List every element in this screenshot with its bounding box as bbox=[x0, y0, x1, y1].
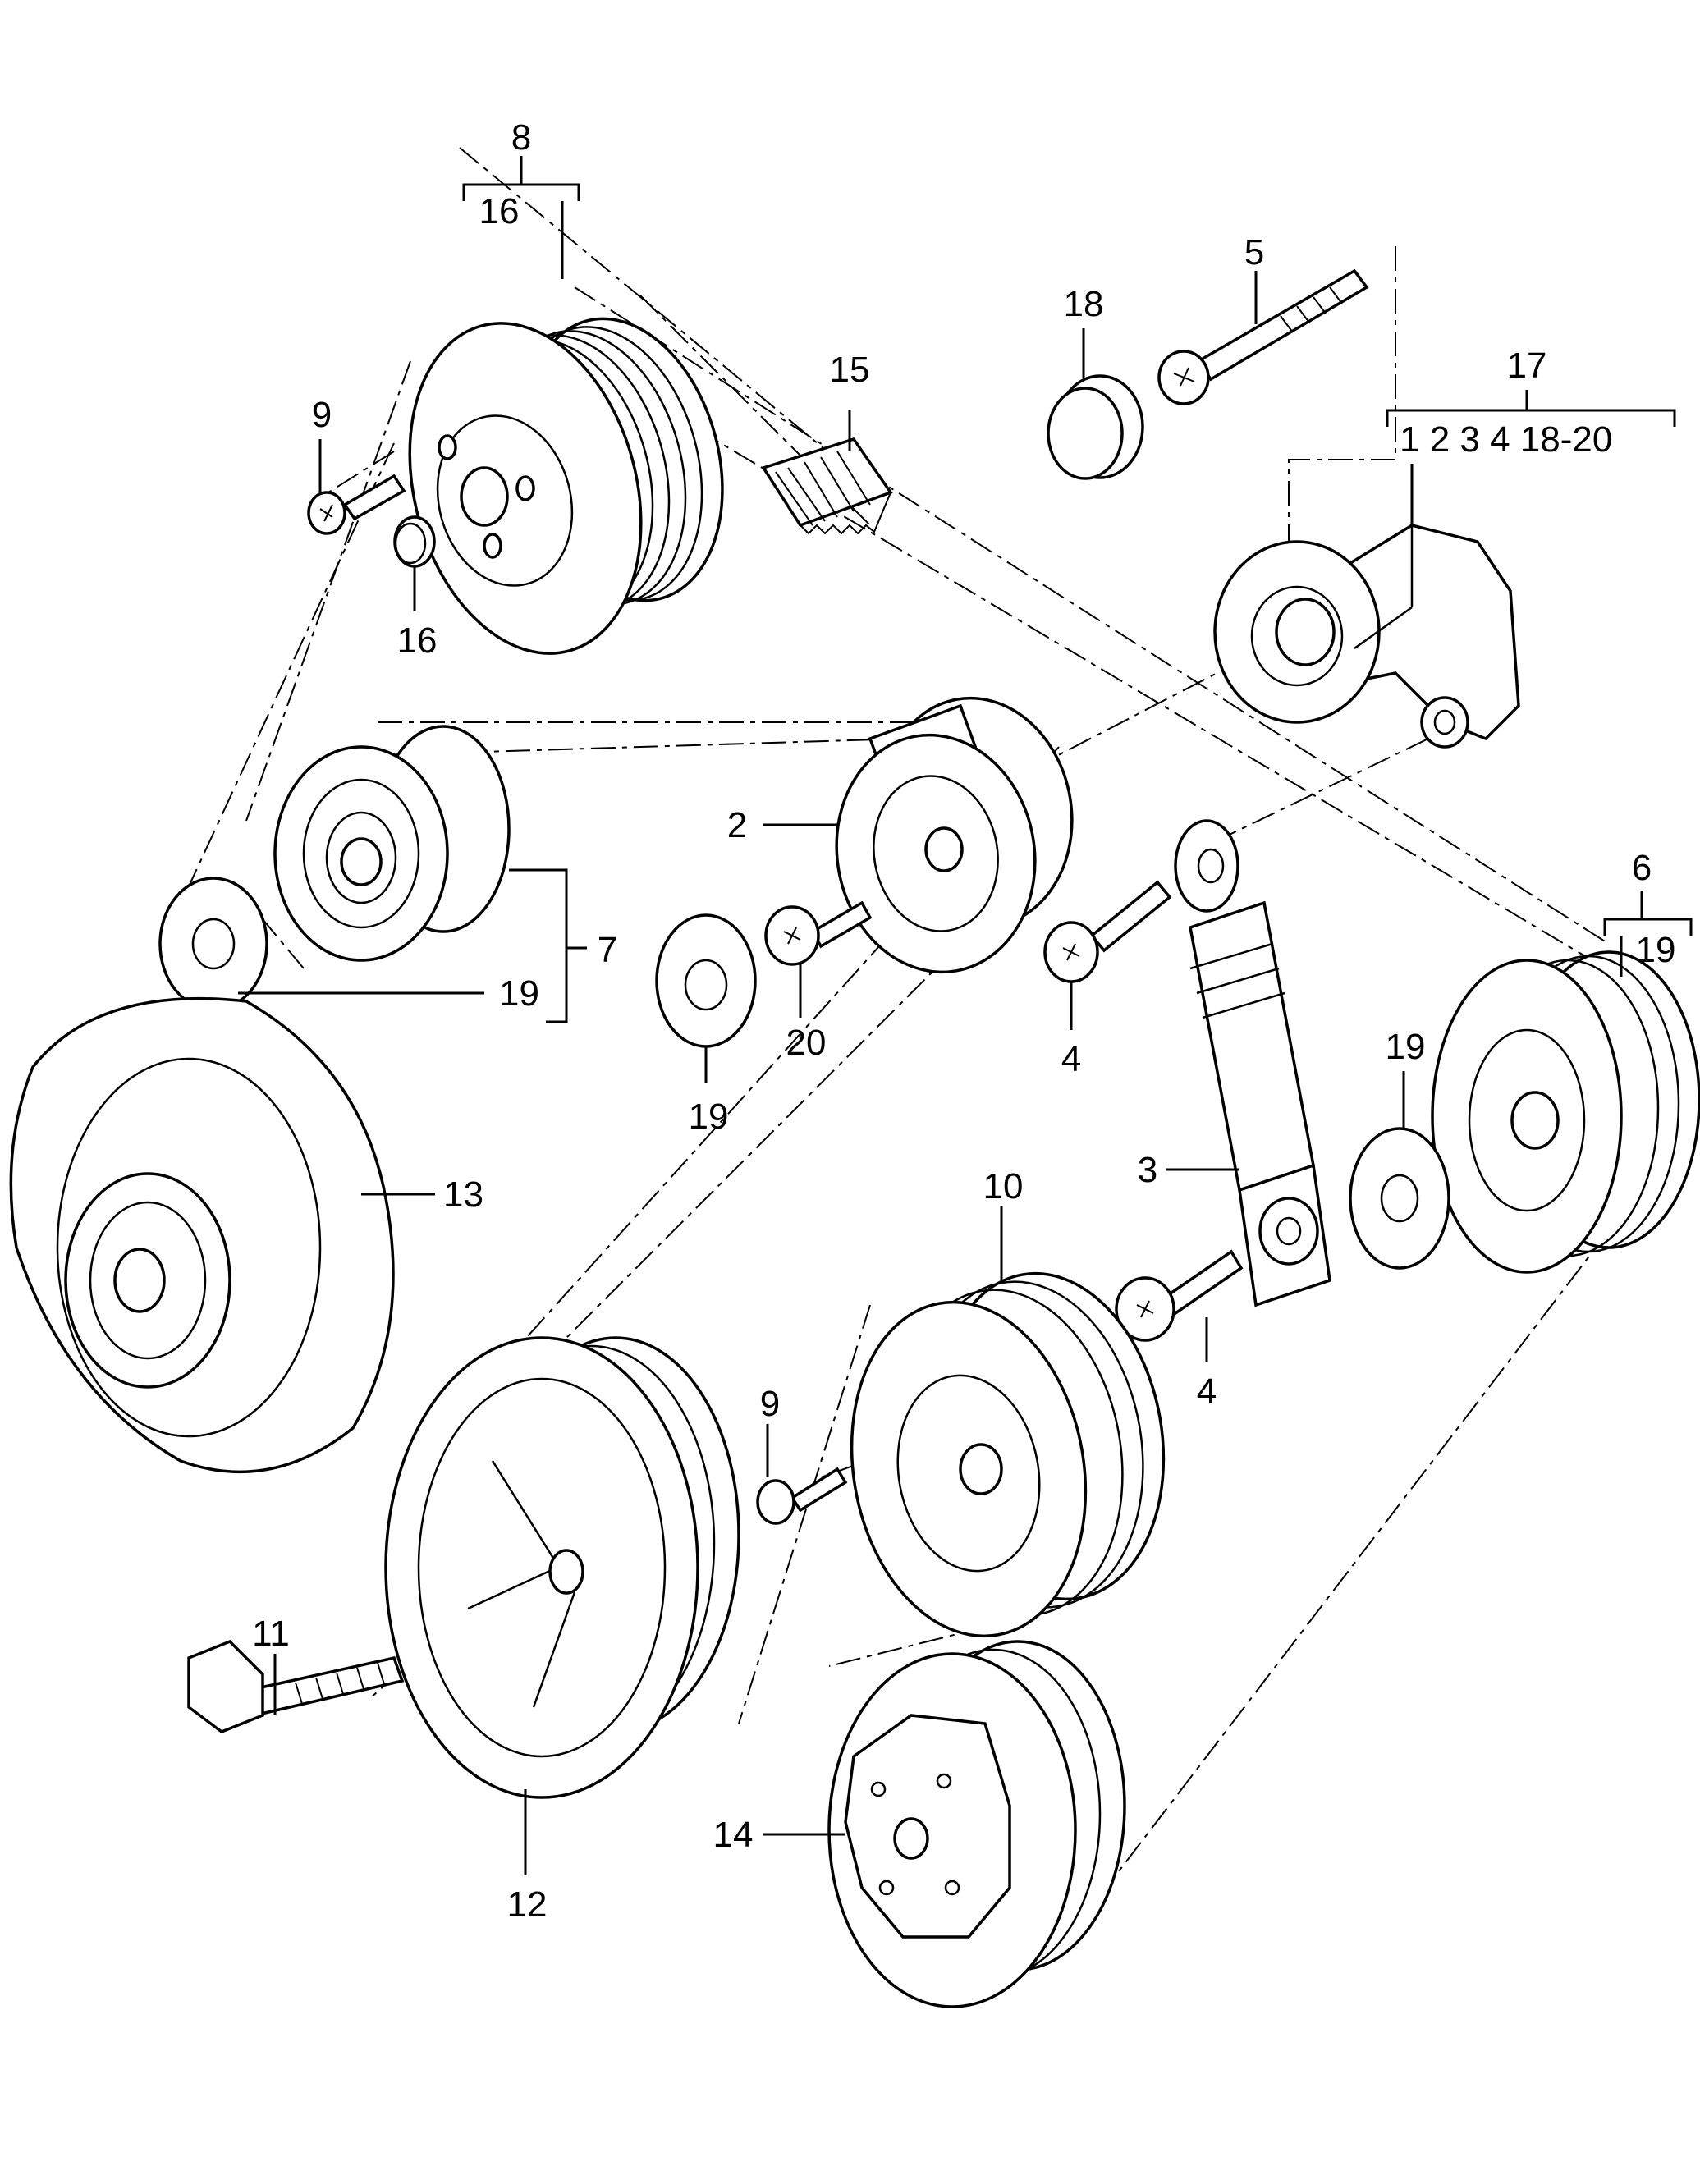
label-11: 11 bbox=[252, 1614, 290, 1654]
pulley-part-7 bbox=[273, 725, 511, 962]
label-9-top: 9 bbox=[312, 395, 332, 435]
label-16-top: 16 bbox=[479, 191, 520, 231]
pulley-part-10 bbox=[850, 1271, 1166, 1638]
mounting-plate-part-13 bbox=[9, 996, 395, 1474]
bolt-part-5 bbox=[1157, 268, 1369, 405]
label-8: 8 bbox=[511, 117, 531, 158]
tensioner-bracket-part-17 bbox=[1213, 524, 1520, 749]
label-4-upper: 4 bbox=[1061, 1039, 1081, 1079]
screw-part-9-bottom bbox=[756, 1467, 848, 1525]
cover-part-19-center bbox=[655, 913, 757, 1048]
label-4-lower: 4 bbox=[1197, 1371, 1217, 1412]
pulley-part-8 bbox=[408, 317, 724, 655]
crank-pulley-part-12 bbox=[384, 1336, 740, 1799]
label-15: 15 bbox=[830, 350, 870, 390]
label-12: 12 bbox=[507, 1884, 548, 1925]
screw-part-9-top bbox=[307, 474, 406, 535]
callout-leaders bbox=[238, 156, 1693, 1875]
label-2: 2 bbox=[727, 805, 747, 845]
cover-part-19-right bbox=[1349, 1127, 1450, 1270]
label-7: 7 bbox=[598, 930, 617, 970]
label-18: 18 bbox=[1064, 284, 1104, 324]
bolt-part-11 bbox=[187, 1639, 405, 1733]
cap-part-18 bbox=[1047, 374, 1144, 480]
cover-part-19-left bbox=[158, 877, 268, 1011]
label-9-bottom: 9 bbox=[760, 1384, 780, 1424]
label-13: 13 bbox=[443, 1174, 483, 1215]
label-5: 5 bbox=[1244, 232, 1264, 272]
label-17: 17 bbox=[1507, 346, 1547, 386]
label-16-mid: 16 bbox=[397, 620, 438, 661]
cap-part-16 bbox=[393, 515, 436, 568]
label-19-left: 19 bbox=[499, 973, 539, 1014]
label-6: 6 bbox=[1632, 848, 1652, 888]
pulley-part-6 bbox=[1431, 950, 1700, 1274]
label-14: 14 bbox=[713, 1815, 754, 1855]
label-20: 20 bbox=[786, 1023, 827, 1063]
label-19-center: 19 bbox=[689, 1097, 729, 1137]
label-17-subparts: 1 2 3 4 18-20 bbox=[1400, 419, 1612, 460]
label-19-right: 19 bbox=[1386, 1027, 1426, 1067]
label-19-right-top: 19 bbox=[1636, 930, 1676, 970]
bolt-part-4-upper bbox=[1043, 880, 1172, 983]
ac-clutch-part-14 bbox=[827, 1640, 1126, 2008]
callout-labels: 8 16 9 16 15 18 5 17 1 2 3 4 18-20 2 7 1… bbox=[252, 117, 1675, 1925]
label-10: 10 bbox=[983, 1166, 1024, 1206]
bolt-part-20 bbox=[764, 900, 873, 966]
bolt-part-4-lower bbox=[1115, 1249, 1244, 1342]
belt-part-15 bbox=[761, 437, 893, 535]
idler-pulley-part-2 bbox=[835, 696, 1074, 974]
damper-part-3 bbox=[1174, 819, 1331, 1307]
label-3: 3 bbox=[1138, 1150, 1157, 1190]
